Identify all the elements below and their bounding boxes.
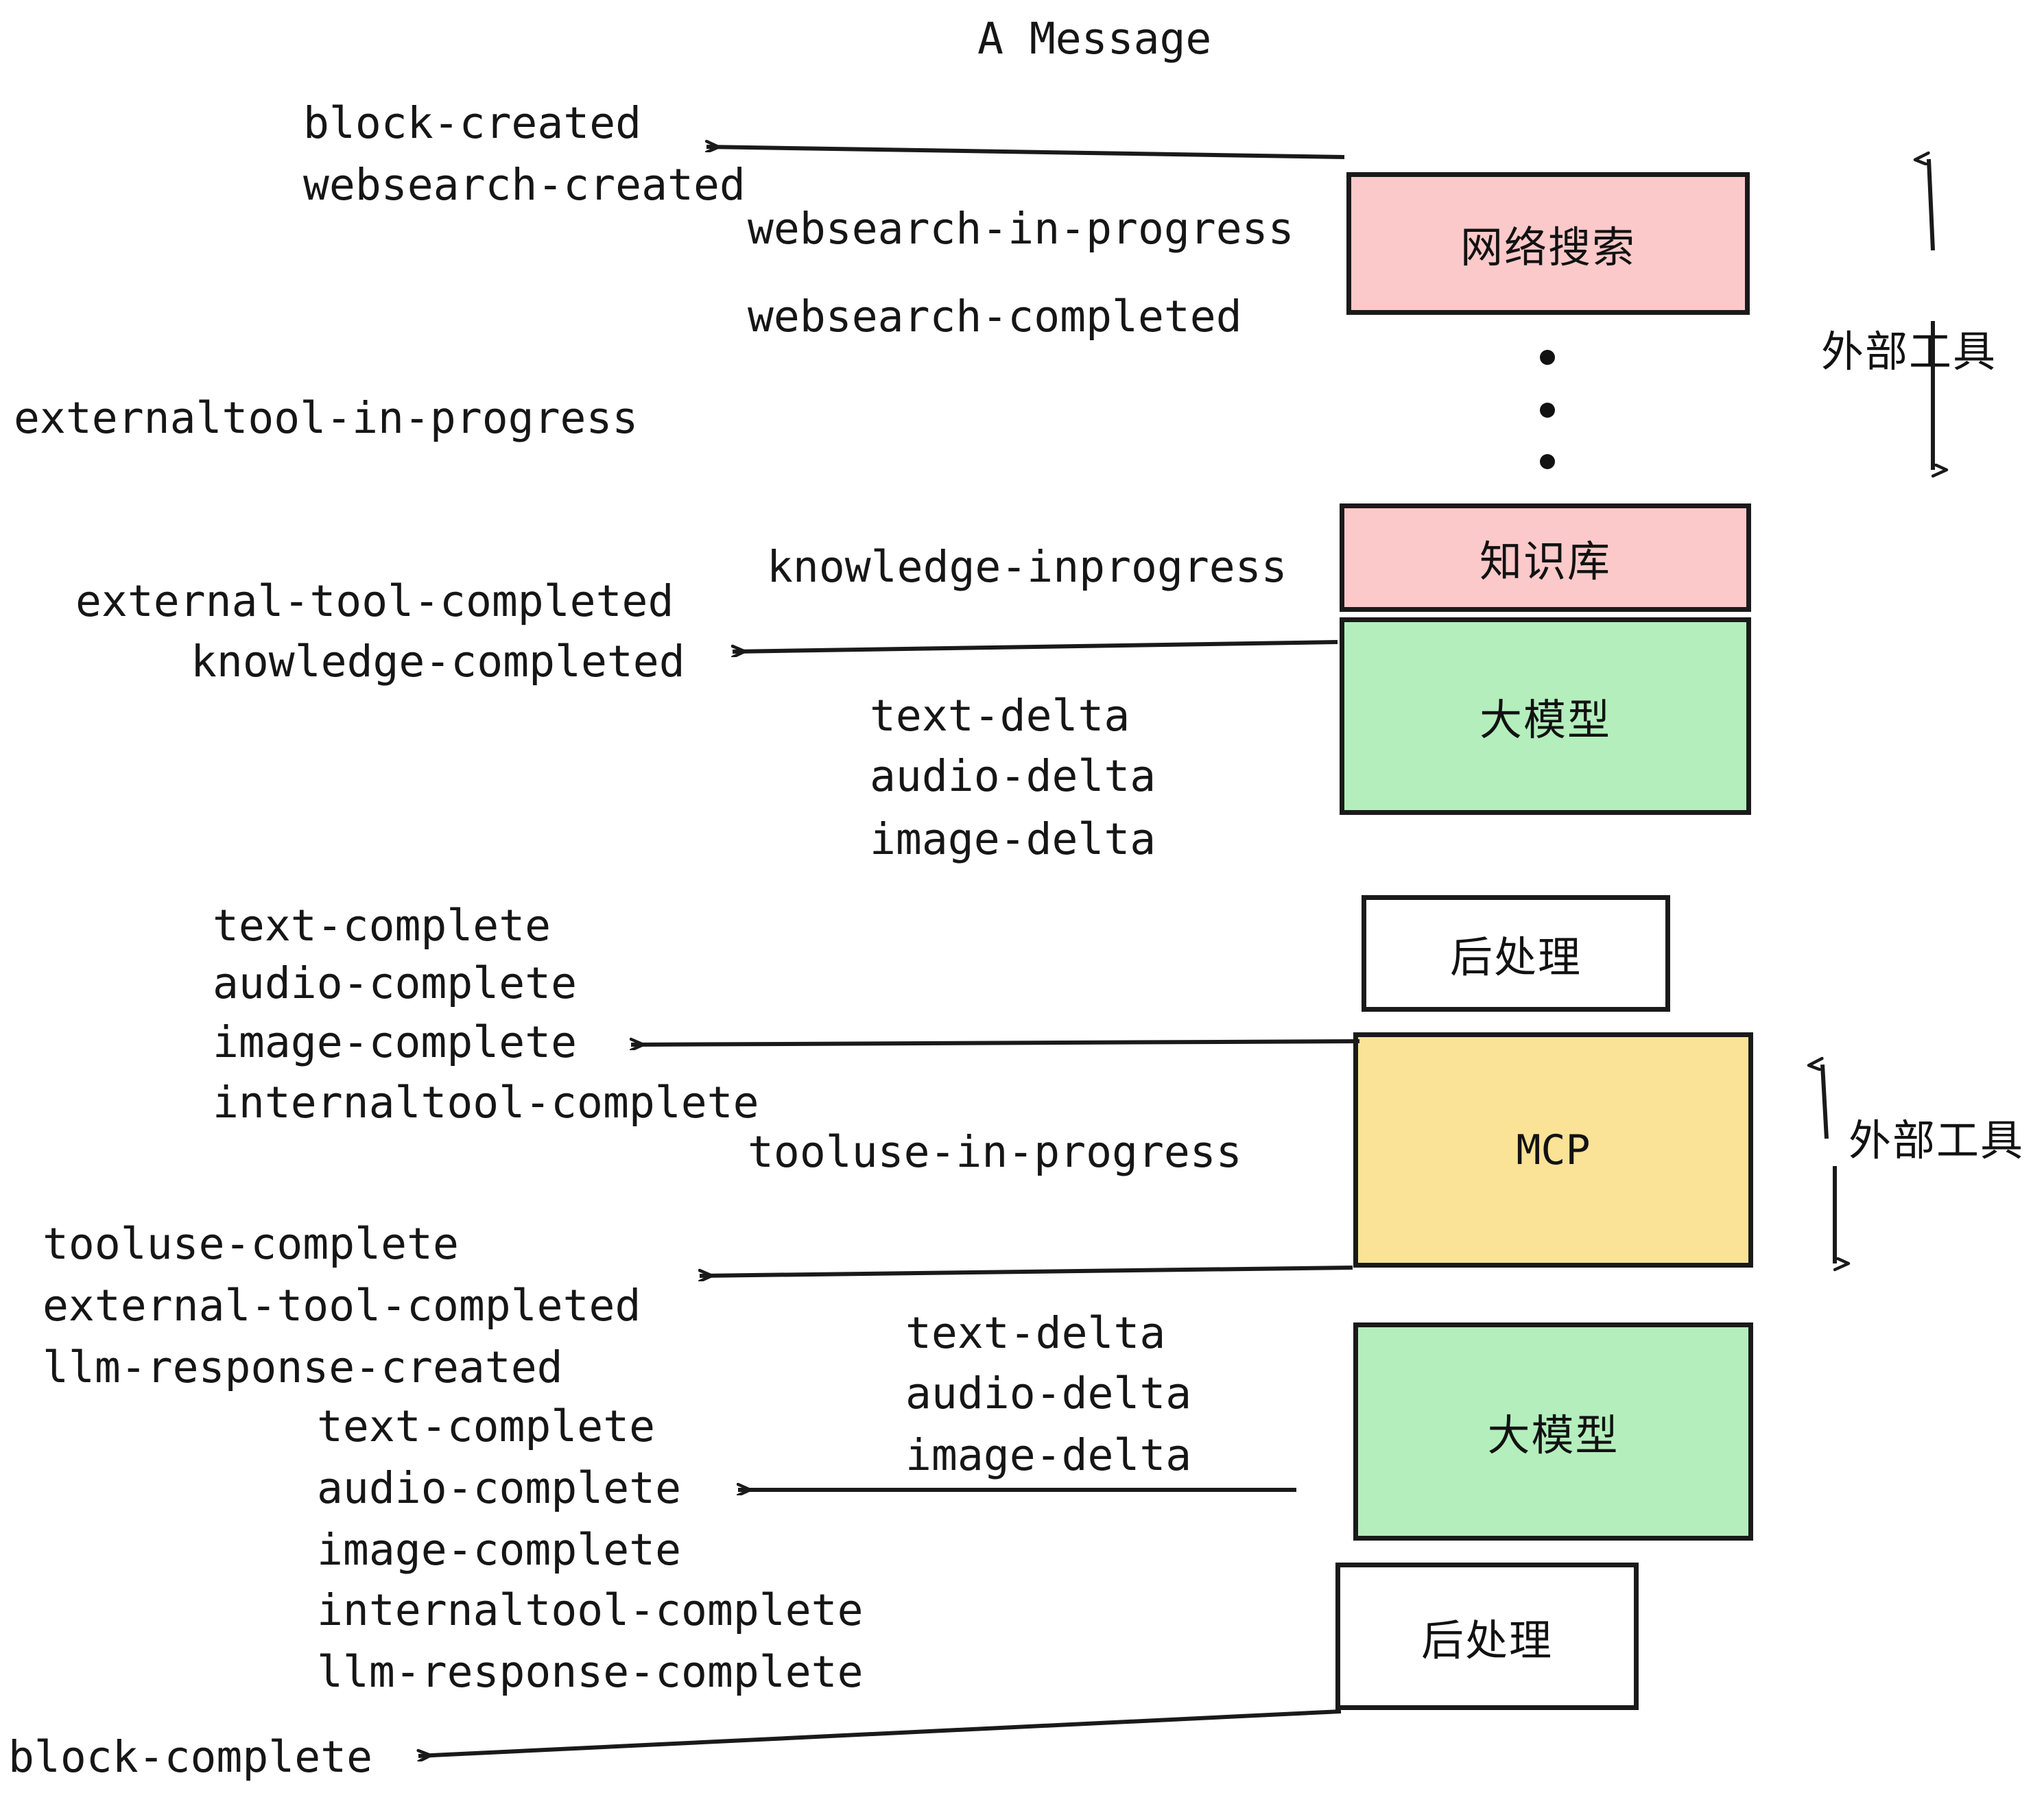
arrow-external-tool-lower-up	[1822, 1065, 1829, 1139]
side-label-external-tool-lower: 外部工具	[1849, 1115, 2025, 1165]
arrow-postprocess-to-block-complete	[418, 1709, 1342, 1756]
arrow-external-tool-upper-up	[1929, 159, 1935, 251]
event-label-text-complete-1: text-complete	[213, 901, 551, 951]
event-label-llm-response-created: llm-response-created	[43, 1342, 563, 1392]
page-title: A Message	[977, 14, 1212, 64]
event-label-audio-delta-1: audio-delta	[870, 751, 1156, 801]
event-label-image-delta-2: image-delta	[905, 1430, 1192, 1480]
event-label-image-complete-1: image-complete	[213, 1017, 578, 1067]
arrow-mcp-to-tooluse-complete	[700, 1266, 1353, 1276]
event-label-block-created: block-created	[303, 98, 642, 148]
event-label-websearch-created: websearch-created	[303, 160, 746, 210]
box-knowledge[interactable]: 知识库	[1340, 503, 1751, 612]
event-label-knowledge-completed: knowledge-completed	[191, 637, 685, 687]
event-label-audio-complete-2: audio-complete	[317, 1463, 682, 1513]
box-llm-bottom[interactable]: 大模型	[1353, 1322, 1753, 1541]
box-websearch[interactable]: 网络搜索	[1346, 172, 1750, 315]
event-label-image-delta-1: image-delta	[870, 814, 1156, 864]
arrow-websearch-to-block-created	[706, 147, 1345, 159]
event-label-websearch-completed: websearch-completed	[748, 292, 1242, 342]
event-label-external-tool-completed-2: external-tool-completed	[43, 1281, 641, 1331]
event-label-audio-delta-2: audio-delta	[905, 1368, 1192, 1419]
event-label-text-complete-2: text-complete	[317, 1401, 656, 1451]
event-label-internaltool-complete-1: internaltool-complete	[213, 1078, 759, 1128]
arrow-knowledge-to-knowledge-completed	[733, 640, 1338, 652]
event-label-text-delta-2: text-delta	[905, 1308, 1166, 1358]
ellipsis-dot-3	[1540, 454, 1555, 469]
event-label-tooluse-complete: tooluse-complete	[43, 1219, 459, 1269]
box-mcp[interactable]: MCP	[1353, 1032, 1753, 1268]
ellipsis-dot-2	[1540, 403, 1555, 418]
event-label-externaltool-in-progress: externaltool-in-progress	[14, 393, 639, 443]
event-label-block-complete: block-complete	[8, 1732, 373, 1782]
event-label-external-tool-completed: external-tool-completed	[75, 576, 674, 626]
box-postprocess-bottom[interactable]: 后处理	[1335, 1563, 1639, 1710]
side-label-external-tool-upper: 外部工具	[1821, 327, 1997, 377]
box-postprocess-top[interactable]: 后处理	[1362, 895, 1670, 1012]
event-label-image-complete-2: image-complete	[317, 1525, 682, 1575]
box-llm-top[interactable]: 大模型	[1340, 617, 1751, 815]
event-label-internaltool-complete-2: internaltool-complete	[317, 1585, 864, 1635]
ellipsis-dot-1	[1540, 350, 1555, 365]
event-label-knowledge-inprogress: knowledge-inprogress	[767, 542, 1287, 592]
event-label-tooluse-in-progress: tooluse-in-progress	[748, 1127, 1242, 1177]
arrow-postprocess-to-image-complete	[631, 1041, 1360, 1045]
event-label-websearch-in-progress: websearch-in-progress	[748, 204, 1294, 254]
event-label-audio-complete-1: audio-complete	[213, 958, 578, 1008]
event-label-text-delta-1: text-delta	[870, 691, 1130, 741]
event-label-llm-response-complete: llm-response-complete	[317, 1647, 864, 1697]
